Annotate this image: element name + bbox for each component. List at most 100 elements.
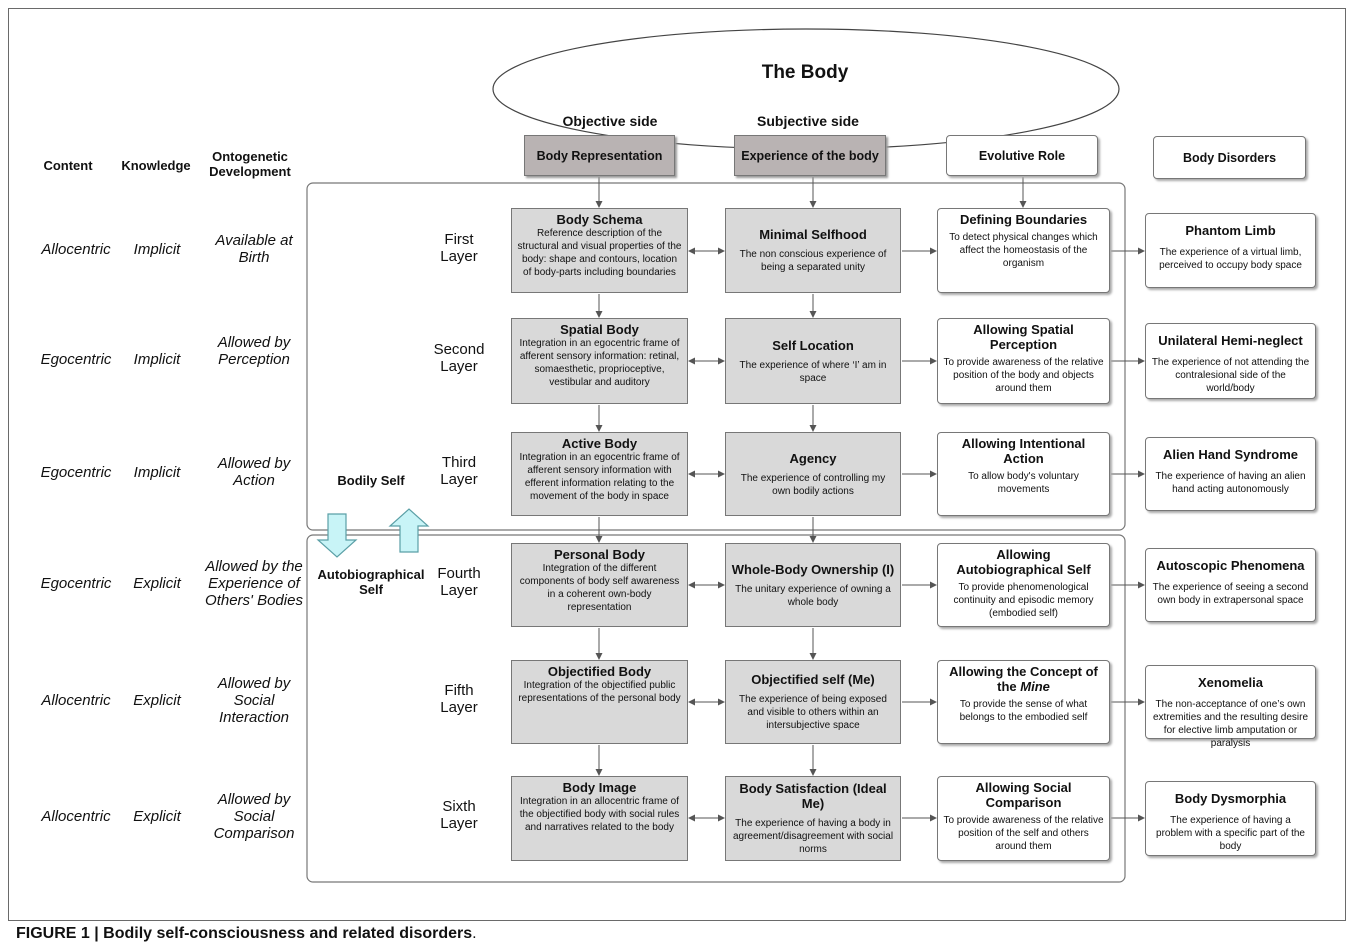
evolutive-role-title-text: Allowing Intentional Action bbox=[961, 436, 1086, 466]
evolutive-role-title: Allowing the Concept of the Mine bbox=[943, 664, 1104, 694]
experience-title: Minimal Selfhood bbox=[759, 227, 867, 242]
disorder-desc: The non-acceptance of one’s own extremit… bbox=[1152, 699, 1309, 749]
bodily-self-label: Bodily Self bbox=[337, 473, 405, 488]
diagram-title: The Body bbox=[761, 62, 849, 83]
representation-title: Active Body bbox=[561, 436, 638, 451]
body-disorders-header: Body Disorders bbox=[1153, 136, 1306, 179]
ontogenetic-header: Ontogenetic Development bbox=[209, 149, 291, 179]
caption-text: FIGURE 1 | Bodily self-consciousness and… bbox=[16, 925, 473, 942]
knowledge-cell: Explicit bbox=[133, 575, 181, 592]
representation-desc: Integration of the objectified public re… bbox=[518, 680, 681, 704]
bodily-self-group bbox=[306, 182, 1126, 531]
representation-title: Spatial Body bbox=[560, 322, 639, 337]
disorder-desc: The experience of seeing a second own bo… bbox=[1152, 582, 1309, 606]
layer-label: First Layer bbox=[440, 231, 478, 265]
development-cell: Allowed by Action bbox=[217, 455, 291, 489]
subjective-side-label: Subjective side bbox=[757, 113, 859, 129]
development-cell: Allowed by Perception bbox=[217, 333, 291, 368]
content-cell: Egocentric bbox=[40, 464, 112, 481]
evolutive-role-title-text: Allowing the Concept of the bbox=[949, 664, 1098, 694]
evolutive-role-title-text: Allowing Spatial Perception bbox=[973, 322, 1074, 352]
knowledge-cell: Implicit bbox=[133, 351, 181, 368]
layer-label: Sixth Layer bbox=[440, 798, 478, 832]
experience-desc: The unitary experience of owning a whole… bbox=[735, 583, 891, 608]
experience-title: Objectified self (Me) bbox=[751, 672, 875, 687]
experience-box: Objectified self (Me) The experience of b… bbox=[725, 660, 901, 744]
evolutive-role-title-em: Mine bbox=[1020, 679, 1050, 694]
evolutive-role-box: Allowing Intentional Action To allow body… bbox=[937, 432, 1110, 516]
experience-desc: The experience of where ‘I’ am in space bbox=[739, 359, 887, 384]
content-cell: Allocentric bbox=[41, 808, 111, 825]
disorder-title: Unilateral Hemi-neglect bbox=[1158, 333, 1303, 348]
evolutive-role-box: Allowing the Concept of the Mine To provi… bbox=[937, 660, 1110, 744]
objective-side-label: Objective side bbox=[562, 113, 658, 129]
figure-caption: FIGURE 1 | Bodily self-consciousness and… bbox=[16, 925, 477, 943]
representation-desc: Integration in an allocentric frame of t… bbox=[519, 796, 680, 833]
disorder-title: Phantom Limb bbox=[1185, 223, 1276, 238]
representation-title: Objectified Body bbox=[547, 664, 652, 679]
experience-title: Agency bbox=[789, 450, 837, 466]
evolutive-role-title: Allowing Intentional Action bbox=[943, 436, 1104, 466]
evolutive-role-title-text: Defining Boundaries bbox=[959, 212, 1088, 227]
evolutive-role-box: Defining Boundaries To detect physical ch… bbox=[937, 208, 1110, 293]
development-cell: Allowed by Social Comparison bbox=[213, 790, 295, 842]
content-cell: Egocentric bbox=[40, 351, 112, 368]
evolutive-role-desc: To provide awareness of the relative pos… bbox=[943, 815, 1104, 852]
experience-title: Body Satisfaction (Ideal Me) bbox=[739, 781, 887, 811]
autobiographical-self-group bbox=[306, 534, 1126, 883]
representation-desc: Integration in an egocentric frame of af… bbox=[519, 452, 680, 502]
evolutive-role-title: Allowing Social Comparison bbox=[943, 780, 1104, 810]
evolutive-role-desc: To provide phenomenological continuity a… bbox=[953, 582, 1094, 619]
disorder-desc: The experience of having an alien hand a… bbox=[1155, 471, 1306, 495]
representation-title: Personal Body bbox=[553, 547, 646, 562]
down-block-arrow bbox=[316, 513, 358, 558]
evolutive-role-title-text: Allowing Social Comparison bbox=[975, 780, 1072, 810]
experience-box: Whole-Body Ownership (I) The unitary expe… bbox=[725, 543, 901, 627]
evolutive-role-header: Evolutive Role bbox=[946, 135, 1098, 176]
disorder-title: Body Dysmorphia bbox=[1174, 791, 1287, 806]
evolutive-role-desc: To allow body's voluntary movements bbox=[968, 471, 1079, 495]
representation-desc: Reference description of the structural … bbox=[517, 228, 682, 278]
up-block-arrow bbox=[388, 508, 430, 553]
evolutive-role-title: Allowing Spatial Perception bbox=[943, 322, 1104, 352]
evolutive-role-desc: To provide the sense of what belongs to … bbox=[959, 699, 1088, 723]
arrow-group bbox=[595, 177, 1145, 822]
experience-desc: The non conscious experience of being a … bbox=[739, 249, 887, 273]
evolutive-role-desc: To provide awareness of the relative pos… bbox=[943, 357, 1104, 394]
experience-desc: The experience of controlling my own bod… bbox=[740, 472, 886, 497]
disorder-title: Alien Hand Syndrome bbox=[1162, 447, 1299, 462]
evolutive-role-title: Allowing Autobiographical Self bbox=[943, 547, 1104, 577]
development-cell: Allowed by Social Interaction bbox=[217, 674, 291, 726]
content-cell: Egocentric bbox=[40, 575, 112, 592]
experience-title: Whole-Body Ownership (I) bbox=[731, 561, 895, 577]
experience-desc: The experience of being exposed and visi… bbox=[739, 694, 887, 731]
disorder-title: Autoscopic Phenomena bbox=[1156, 558, 1305, 573]
knowledge-cell: Explicit bbox=[133, 692, 181, 709]
disorder-desc: The experience of not attending the cont… bbox=[1151, 357, 1310, 394]
knowledge-header: Knowledge bbox=[121, 158, 191, 173]
evolutive-role-box: Allowing Social Comparison To provide awa… bbox=[937, 776, 1110, 861]
content-header: Content bbox=[43, 158, 93, 173]
content-cell: Allocentric bbox=[41, 241, 111, 258]
evolutive-role-desc: To detect physical changes which affect … bbox=[949, 232, 1098, 269]
caption-period: . bbox=[472, 925, 477, 942]
development-cell: Allowed by the Experience of Others' Bod… bbox=[205, 557, 303, 609]
body-representation-header: Body Representation bbox=[524, 135, 675, 176]
representation-title: Body Image bbox=[562, 780, 637, 795]
layer-label: Second Layer bbox=[433, 341, 485, 375]
